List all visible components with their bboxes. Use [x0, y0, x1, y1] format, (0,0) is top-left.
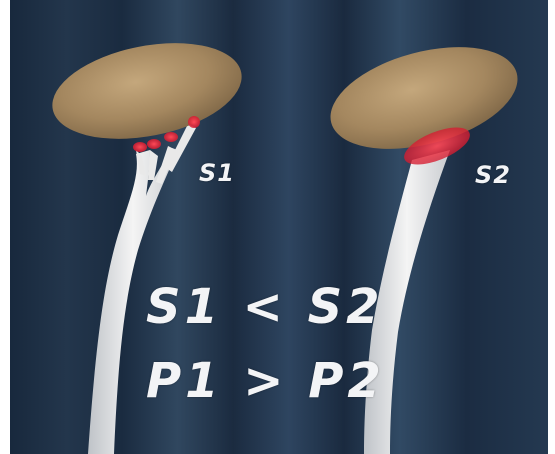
s1-label: S1 — [199, 159, 235, 187]
s2-label: S2 — [475, 161, 511, 189]
equation-p-comparison: P1 > P2 — [146, 353, 385, 409]
equation-s-comparison: S1 < S2 — [146, 279, 384, 335]
